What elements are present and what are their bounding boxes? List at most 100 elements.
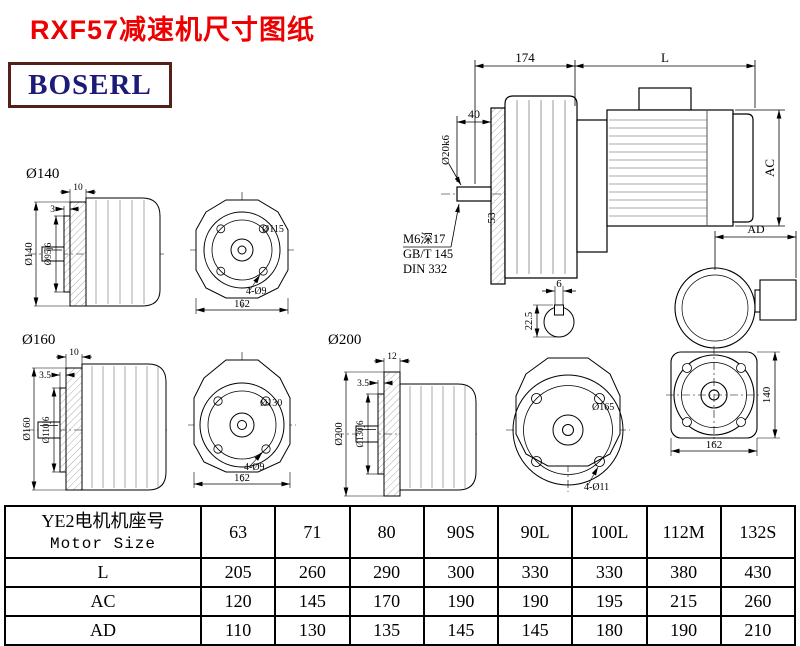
dim-value-cell: 430 — [719, 557, 797, 588]
dimension-lines — [193, 452, 291, 488]
rear-centerlines — [666, 346, 762, 444]
flange160-side-view: Ø160 Ø110j6 10 3.5 — [22, 348, 170, 491]
dim-hub: 10 — [69, 348, 79, 358]
dim-value-cell: 205 — [199, 557, 277, 588]
dim-hub-label: 53 — [486, 212, 498, 224]
dimension-lines — [195, 274, 289, 314]
dim-hub: 10 — [73, 183, 83, 193]
brand-logo-text: BOSERL — [28, 68, 152, 101]
rear-view: AD 140 162 — [666, 222, 797, 456]
rear-dimension-lines — [670, 231, 797, 456]
dim-value-cell: 170 — [348, 586, 425, 617]
flange140-front-outline — [195, 199, 289, 299]
motor-dimension-table: YE2电机机座号 Motor Size 63 71 80 90S 90L 100… — [4, 505, 797, 646]
row-label-AD: AD — [4, 615, 202, 646]
motor-size-cell: 63 — [199, 505, 277, 559]
brand-logo-box: BOSERL — [8, 62, 172, 108]
dim-key-depth: 22.5 — [524, 312, 535, 330]
table-header-cell: YE2电机机座号 Motor Size — [4, 505, 202, 559]
flange200-front-outline — [512, 357, 624, 486]
row-label-AC: AC — [4, 586, 202, 617]
dim-spigot: 3.5 — [39, 371, 51, 381]
flange160-front-view: Ø130 4-Ø9 162 — [188, 352, 296, 488]
dim-motor-length: L — [661, 50, 669, 65]
dim-gearcase-length: 174 — [515, 50, 535, 65]
flange140-outline — [41, 197, 161, 307]
dim-value-cell: 330 — [571, 557, 648, 588]
keyway-section-detail — [533, 286, 576, 338]
dim-value-cell: 210 — [719, 615, 797, 646]
dimension-lines — [403, 60, 785, 248]
flange200-section-label: Ø200 — [328, 332, 362, 348]
dim-value-cell: 290 — [348, 557, 425, 588]
ribs — [91, 366, 159, 488]
dim-rear-width: 162 — [706, 439, 723, 451]
motor-size-cell: 80 — [348, 505, 425, 559]
rear-outline — [670, 267, 797, 439]
dimension-lines — [33, 189, 96, 307]
dim-value-cell: 120 — [199, 586, 277, 617]
table-row-AD: AD 110 130 135 145 145 180 190 210 — [4, 615, 797, 646]
flange160-front-outline — [193, 359, 291, 473]
dim-shaft-length: 40 — [468, 107, 480, 121]
dim-flange-dia: Ø160 — [22, 417, 33, 440]
dimension-lines — [31, 354, 92, 491]
dimension-lines — [587, 466, 599, 486]
dim-value-cell: 145 — [496, 615, 574, 646]
motor-size-cell: 90S — [422, 505, 500, 559]
ribs — [95, 200, 145, 304]
dim-value-cell: 180 — [571, 615, 648, 646]
dim-value-cell: 190 — [422, 586, 500, 617]
table-header-en: Motor Size — [49, 535, 156, 553]
dim-value-cell: 145 — [422, 615, 500, 646]
ribs — [409, 386, 466, 488]
dim-value-cell: 260 — [719, 586, 797, 617]
dim-key-width: 6 — [556, 278, 562, 290]
flange200-front-view: Ø165 4-Ø11 — [506, 357, 630, 493]
dim-value-cell: 260 — [274, 557, 351, 588]
dim-value-cell: 215 — [645, 586, 722, 617]
dim-spigot-dia: Ø110j6 — [41, 416, 51, 443]
dim-bolt-circle: Ø130 — [260, 398, 282, 409]
dim-value-cell: 190 — [496, 586, 574, 617]
motor-size-cell: 112M — [645, 505, 722, 559]
table-header-row: YE2电机机座号 Motor Size 63 71 80 90S 90L 100… — [4, 505, 797, 559]
dim-rear-height: 140 — [761, 386, 773, 403]
dim-ad: AD — [747, 222, 765, 236]
tap-note-line2: GB/T 145 — [403, 247, 453, 261]
dim-spigot: 3 — [50, 205, 55, 215]
tap-note-line3: DIN 332 — [403, 262, 447, 276]
row-label-L: L — [4, 557, 202, 588]
flange140-front-view: Ø115 4-Ø9 162 — [190, 192, 294, 314]
main-assembly-view: 174 L 40 Ø20k6 53 M6深17 GB/T 145 DIN 332… — [403, 50, 785, 338]
table-row-L: L 205 260 290 300 330 330 380 430 — [4, 557, 797, 588]
dim-value-cell: 380 — [645, 557, 722, 588]
shaft-diameter-label: Ø20k6 — [440, 135, 452, 165]
motor-size-cell: 71 — [274, 505, 351, 559]
motor-size-cell: 90L — [496, 505, 574, 559]
dimension-lines — [343, 358, 410, 497]
dim-value-cell: 145 — [274, 586, 351, 617]
flange140-side-view: Ø140 Ø95j6 10 3 — [24, 183, 164, 307]
dim-width: 162 — [234, 299, 250, 310]
dim-flange-dia: Ø140 — [24, 242, 35, 265]
dim-bolt-circle: Ø115 — [262, 224, 284, 235]
dim-spigot-dia: Ø95j6 — [43, 242, 53, 265]
flange160-section-label: Ø160 — [22, 332, 56, 348]
dim-motor-height: AC — [762, 159, 777, 177]
flange200-outline — [355, 371, 477, 497]
flange140-section-label: Ø140 — [26, 166, 60, 182]
table-row-AC: AC 120 145 170 190 190 195 215 260 — [4, 586, 797, 617]
dim-bolt-circle: Ø165 — [592, 402, 614, 413]
dim-holes: 4-Ø11 — [584, 482, 609, 493]
dim-width: 162 — [234, 473, 250, 484]
dim-value-cell: 300 — [422, 557, 500, 588]
page-title: RXF57减速机尺寸图纸 — [30, 15, 316, 45]
dim-value-cell: 130 — [274, 615, 351, 646]
dim-spigot: 3.5 — [357, 379, 369, 389]
flange200-side-view: Ø200 Ø130j6 12 3.5 — [334, 352, 480, 497]
dim-flange-dia: Ø200 — [334, 422, 345, 445]
dim-value-cell: 135 — [348, 615, 425, 646]
dim-spigot-dia: Ø130j6 — [355, 420, 365, 448]
